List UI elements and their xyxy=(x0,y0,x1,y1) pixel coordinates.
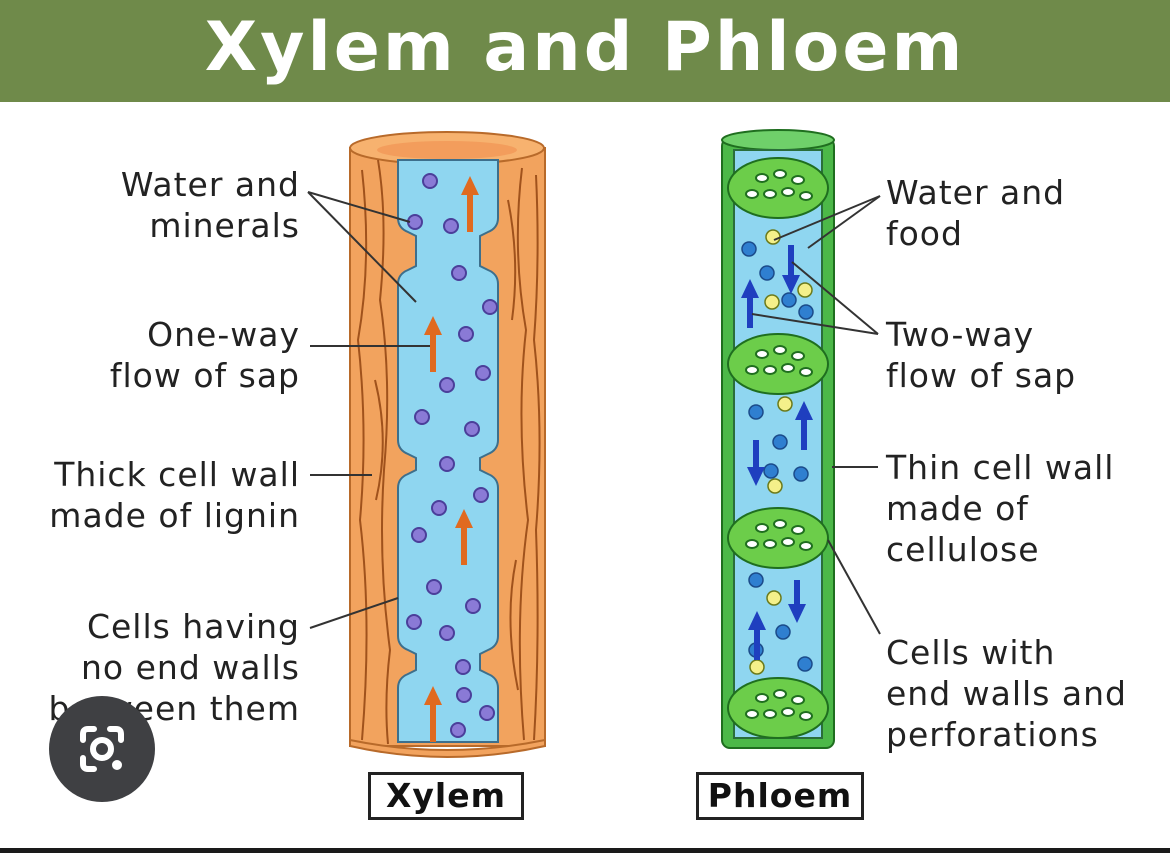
phloem-yellow-particles xyxy=(749,229,813,675)
label-two-way-flow: Two-way flow of sap xyxy=(886,315,1077,395)
phloem-leader-lines xyxy=(751,195,881,635)
phloem-caption: Phloem xyxy=(696,772,864,820)
xylem-bottom xyxy=(349,738,546,758)
phloem-blue-particles xyxy=(741,241,814,672)
xylem-grain xyxy=(356,159,541,745)
label-water-and-minerals: Water and minerals xyxy=(120,165,300,245)
xylem-caption: Xylem xyxy=(368,772,524,820)
label-end-walls-perforations: Cells with end walls and perforations xyxy=(886,633,1127,754)
phloem-sieve-plates xyxy=(727,157,829,739)
label-water-and-food: Water and food xyxy=(886,173,1066,253)
label-thin-cell-wall: Thin cell wall made of cellulose xyxy=(886,448,1115,569)
xylem-vessel xyxy=(349,131,546,758)
xylem-sap-channel xyxy=(397,159,499,743)
xylem-particles xyxy=(406,173,498,738)
title-banner xyxy=(0,0,1170,102)
phloem-flow-arrows xyxy=(741,245,813,660)
page-title: Xylem and Phloem xyxy=(204,8,966,87)
label-no-end-walls: Cells having no end walls between them xyxy=(48,607,300,728)
google-lens-icon xyxy=(80,726,124,772)
bottom-divider xyxy=(0,848,1170,853)
xylem-leader-lines xyxy=(307,191,430,629)
phloem-perforations xyxy=(745,169,813,721)
phloem-tube xyxy=(721,129,835,749)
label-thick-cell-wall: Thick cell wall made of lignin xyxy=(49,455,300,535)
label-one-way-flow: One-way flow of sap xyxy=(109,315,300,395)
phloem-top xyxy=(721,129,835,151)
google-lens-button[interactable] xyxy=(49,696,155,802)
xylem-flow-arrows xyxy=(424,176,479,742)
